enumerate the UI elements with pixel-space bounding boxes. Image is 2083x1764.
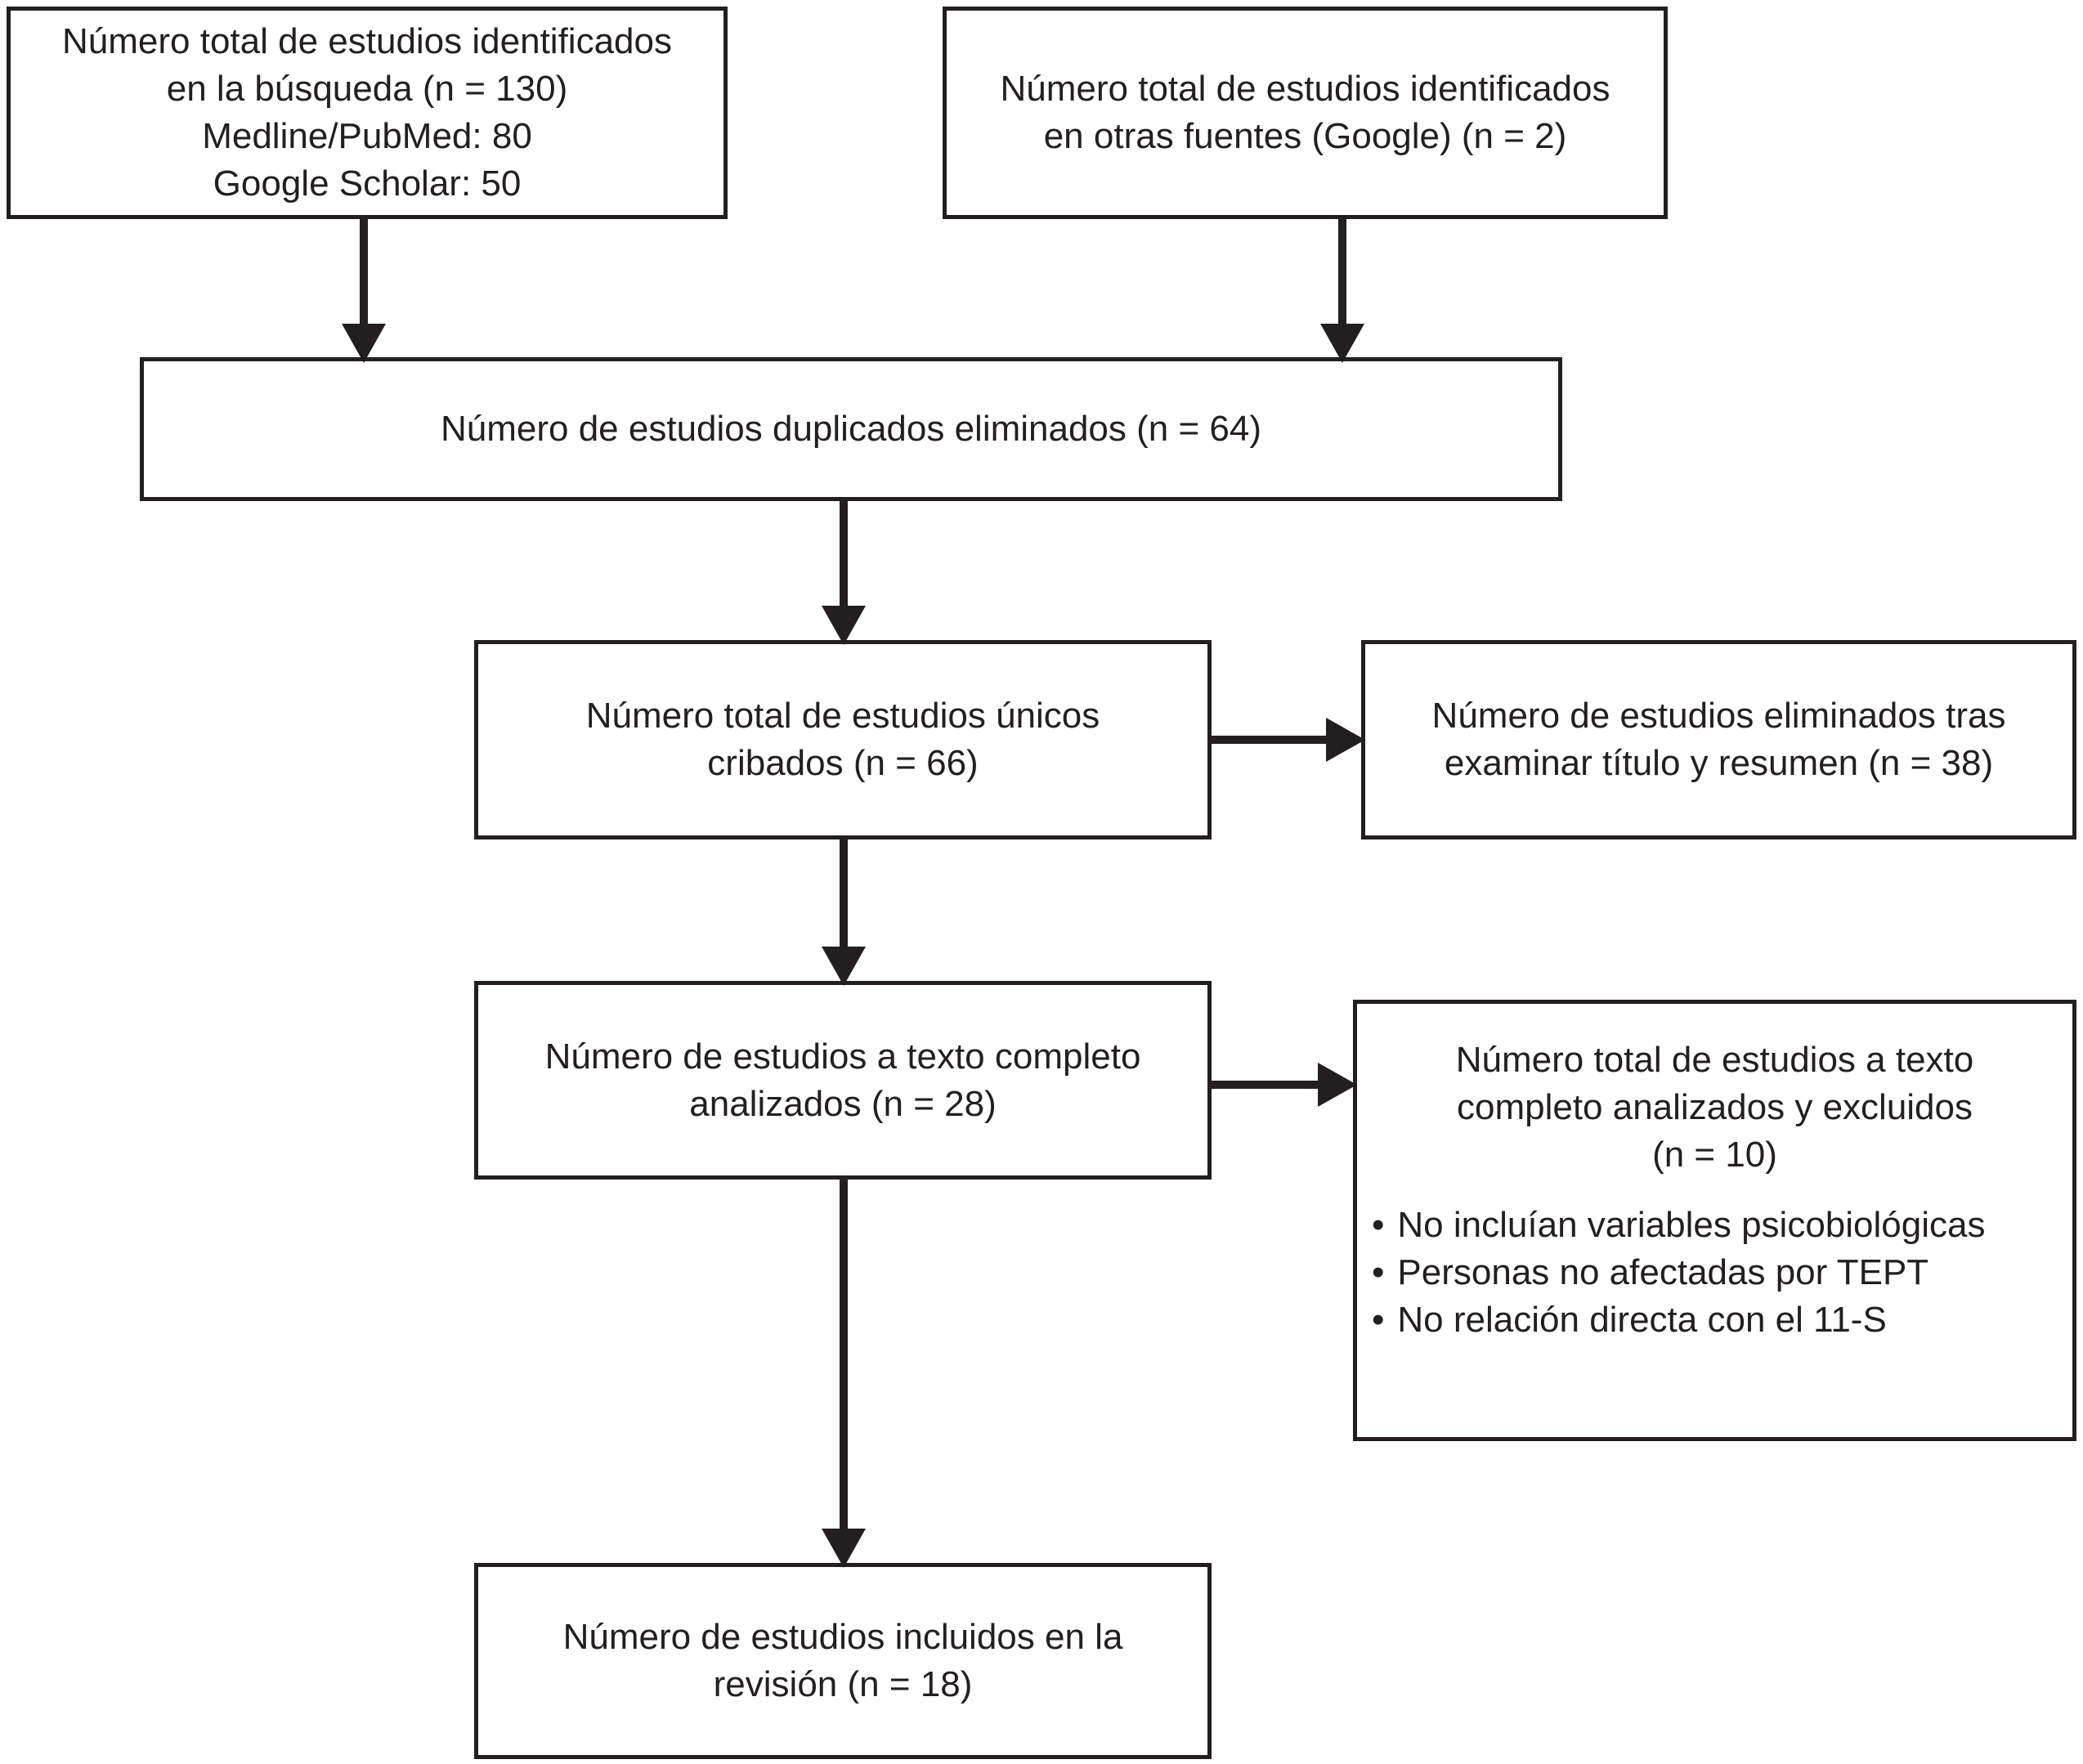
list-item: • Personas no afectadas por TEPT <box>1372 1249 2058 1296</box>
box-text-line: (n = 10) <box>1652 1135 1777 1175</box>
box-text-line: analizados (n = 28) <box>689 1083 997 1124</box>
box-identified-other-sources: Número total de estudios identificados e… <box>943 7 1668 219</box>
bullet-text: No relación directa con el 11-S <box>1397 1300 1887 1340</box>
arrow-head <box>1326 718 1365 762</box>
box-text-line: revisión (n = 18) <box>713 1664 973 1704</box>
box-excluded-title-abstract: Número de estudios eliminados tras exami… <box>1361 640 2076 839</box>
box-text-line: Medline/PubMed: 80 <box>202 116 532 156</box>
arrow-stem <box>360 219 368 330</box>
box-text-line: Número de estudios eliminados tras <box>1431 696 2006 736</box>
box-text-line: Número total de estudios a texto <box>1455 1040 1974 1080</box>
box-text-line: examinar título y resumen (n = 38) <box>1444 743 1994 783</box>
arrow-head <box>822 1529 866 1568</box>
arrow-stem <box>1212 736 1331 744</box>
arrow-head <box>1318 1063 1357 1107</box>
box-text-line: en otras fuentes (Google) (n = 2) <box>1043 116 1567 156</box>
arrow-head <box>342 324 386 363</box>
box-fulltext-analyzed: Número de estudios a texto completo anal… <box>474 981 1212 1180</box>
box-duplicates-removed: Número de estudios duplicados eliminados… <box>140 357 1562 501</box>
box-identified-search: Número total de estudios identificados e… <box>7 7 728 219</box>
box-text-line: Número de estudios a texto completo <box>544 1036 1141 1077</box>
arrow-head <box>822 947 866 986</box>
bullet-text: No incluían variables psicobiológicas <box>1397 1205 1986 1245</box>
box-fulltext-excluded: Número total de estudios a texto complet… <box>1353 1000 2076 1441</box>
box-unique-screened: Número total de estudios únicos cribados… <box>474 640 1212 839</box>
arrow-stem <box>840 501 848 612</box>
box-text-line: Número total de estudios identificados <box>1000 69 1610 109</box>
list-item: • No relación directa con el 11-S <box>1372 1296 2058 1344</box>
box-text-line: Número total de estudios identificados <box>62 21 672 61</box>
box-text-line: en la búsqueda (n = 130) <box>166 69 568 109</box>
box-text-line: completo analizados y excluidos <box>1456 1087 1973 1127</box>
box-included-in-review: Número de estudios incluidos en la revis… <box>474 1563 1212 1759</box>
arrow-stem <box>1212 1081 1323 1089</box>
box-text-line: Número total de estudios únicos <box>585 696 1100 736</box>
exclusion-reasons-list: • No incluían variables psicobiológicas •… <box>1357 1202 2072 1344</box>
bullet-text: Personas no afectadas por TEPT <box>1397 1252 1929 1292</box>
bullet-icon: • <box>1372 1205 1385 1245</box>
arrow-stem <box>840 1180 848 1533</box>
box-text-line: Número de estudios incluidos en la <box>562 1617 1123 1657</box>
arrow-head <box>822 606 866 645</box>
bullet-icon: • <box>1372 1252 1385 1292</box>
box-text-line: cribados (n = 66) <box>707 743 979 783</box>
box-text-line: Google Scholar: 50 <box>213 163 522 204</box>
arrow-head <box>1320 324 1364 363</box>
arrow-stem <box>1338 219 1346 330</box>
list-item: • No incluían variables psicobiológicas <box>1372 1202 2058 1249</box>
arrow-stem <box>840 839 848 950</box>
box-text-line: Número de estudios duplicados eliminados… <box>440 409 1261 449</box>
bullet-icon: • <box>1372 1300 1385 1340</box>
